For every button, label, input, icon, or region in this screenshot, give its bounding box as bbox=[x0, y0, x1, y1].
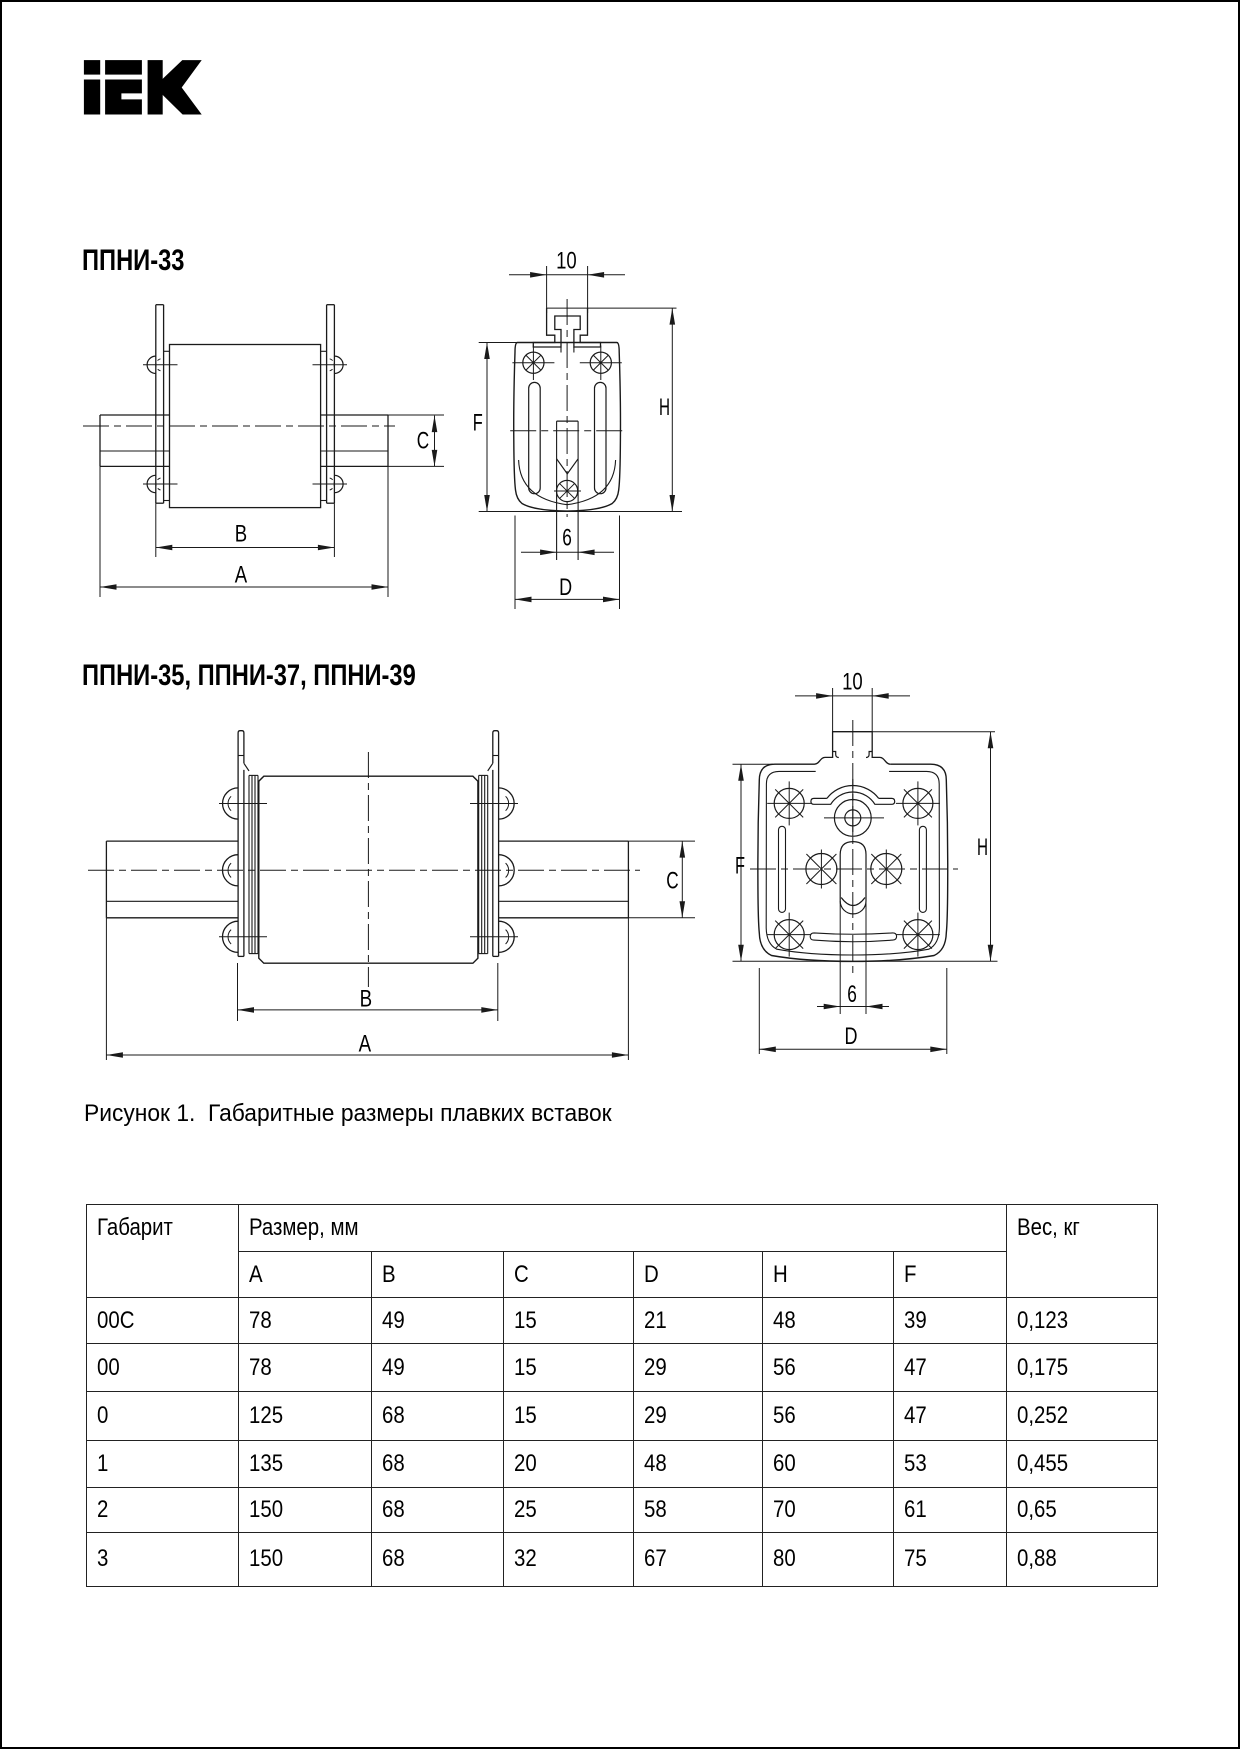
svg-text:B: B bbox=[360, 985, 373, 1012]
svg-text:B: B bbox=[235, 521, 247, 548]
svg-text:A: A bbox=[235, 562, 247, 589]
svg-text:C: C bbox=[666, 868, 678, 895]
svg-text:A: A bbox=[359, 1030, 372, 1057]
svg-text:H: H bbox=[659, 394, 670, 421]
svg-text:6: 6 bbox=[847, 981, 857, 1008]
svg-text:10: 10 bbox=[556, 248, 577, 275]
svg-text:F: F bbox=[735, 853, 745, 880]
svg-text:C: C bbox=[417, 428, 429, 455]
svg-text:10: 10 bbox=[842, 669, 863, 696]
svg-text:6: 6 bbox=[562, 525, 572, 552]
svg-text:D: D bbox=[845, 1023, 858, 1050]
svg-text:H: H bbox=[977, 834, 988, 861]
svg-text:D: D bbox=[559, 574, 572, 601]
svg-text:F: F bbox=[473, 410, 483, 437]
